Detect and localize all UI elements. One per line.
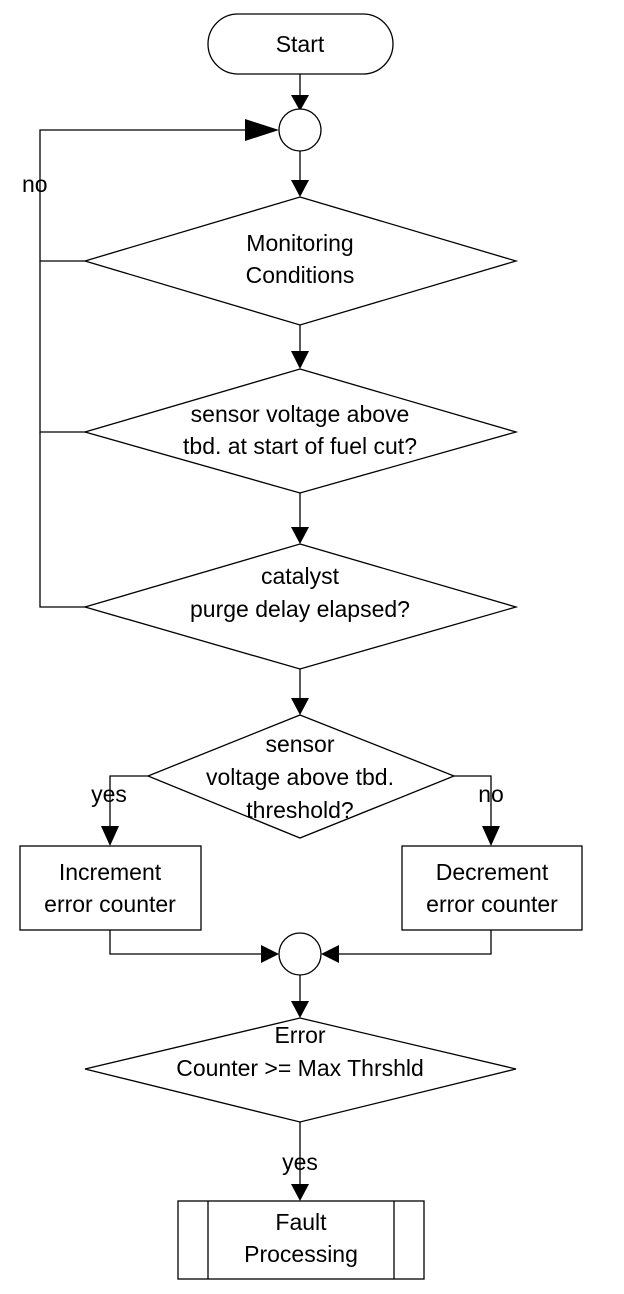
arrowhead bbox=[291, 1184, 309, 1201]
error-counter-label-1: Error bbox=[274, 1022, 325, 1048]
arrowhead bbox=[291, 95, 309, 111]
arrowhead bbox=[101, 826, 119, 846]
decision-monitoring-conditions bbox=[82, 196, 519, 326]
no-right-label: no bbox=[478, 781, 504, 807]
start-label: Start bbox=[276, 31, 325, 57]
decrement-label-1: Decrement bbox=[436, 859, 549, 885]
arrowhead bbox=[291, 351, 309, 369]
arrowhead bbox=[321, 945, 339, 963]
threshold-label-2: voltage above tbd. bbox=[206, 764, 394, 790]
connector-increment-merge bbox=[109, 930, 261, 955]
connector-no-right bbox=[454, 775, 492, 826]
no-loop-label: no bbox=[22, 171, 48, 197]
threshold-label-1: sensor bbox=[265, 731, 334, 757]
error-counter-label-2: Counter >= Max Thrshld bbox=[176, 1055, 424, 1081]
arrowhead bbox=[291, 1001, 309, 1018]
arrowhead bbox=[291, 527, 309, 544]
monitoring-label-2: Conditions bbox=[246, 262, 355, 288]
decision-sensor-voltage-fuel-cut bbox=[82, 368, 519, 494]
decision-sensor-threshold bbox=[146, 714, 456, 839]
arrowhead bbox=[291, 180, 309, 197]
loop-line-sensor bbox=[39, 261, 85, 433]
sensor-fuelcut-label-1: sensor voltage above bbox=[191, 401, 410, 427]
decrement-label-2: error counter bbox=[426, 891, 558, 917]
sensor-fuelcut-label-2: tbd. at start of fuel cut? bbox=[183, 433, 417, 459]
arrowhead bbox=[291, 698, 309, 715]
connector-yes-left bbox=[109, 775, 148, 826]
increment-label-1: Increment bbox=[59, 859, 162, 885]
arrowhead-loop bbox=[245, 119, 279, 141]
threshold-label-3: threshold? bbox=[246, 797, 353, 823]
loop-line-catalyst bbox=[39, 432, 85, 608]
fault-label-1: Fault bbox=[275, 1209, 327, 1235]
process-increment-error-counter bbox=[19, 845, 202, 931]
process-decrement-error-counter bbox=[401, 845, 583, 931]
fault-label-2: Processing bbox=[244, 1241, 358, 1267]
increment-label-2: error counter bbox=[44, 891, 176, 917]
catalyst-label-2: purge delay elapsed? bbox=[190, 596, 410, 622]
yes-left-label: yes bbox=[91, 781, 127, 807]
merge-circle-top bbox=[278, 108, 322, 152]
loop-line-main bbox=[39, 129, 245, 262]
process-fault-processing bbox=[177, 1200, 425, 1280]
connector-decrement-merge bbox=[339, 930, 492, 955]
merge-circle-bottom bbox=[278, 932, 322, 976]
catalyst-label-1: catalyst bbox=[261, 563, 340, 589]
arrowhead bbox=[261, 945, 279, 963]
arrowhead bbox=[482, 826, 500, 846]
monitoring-label-1: Monitoring bbox=[246, 230, 353, 256]
yes-bottom-label: yes bbox=[282, 1149, 318, 1175]
